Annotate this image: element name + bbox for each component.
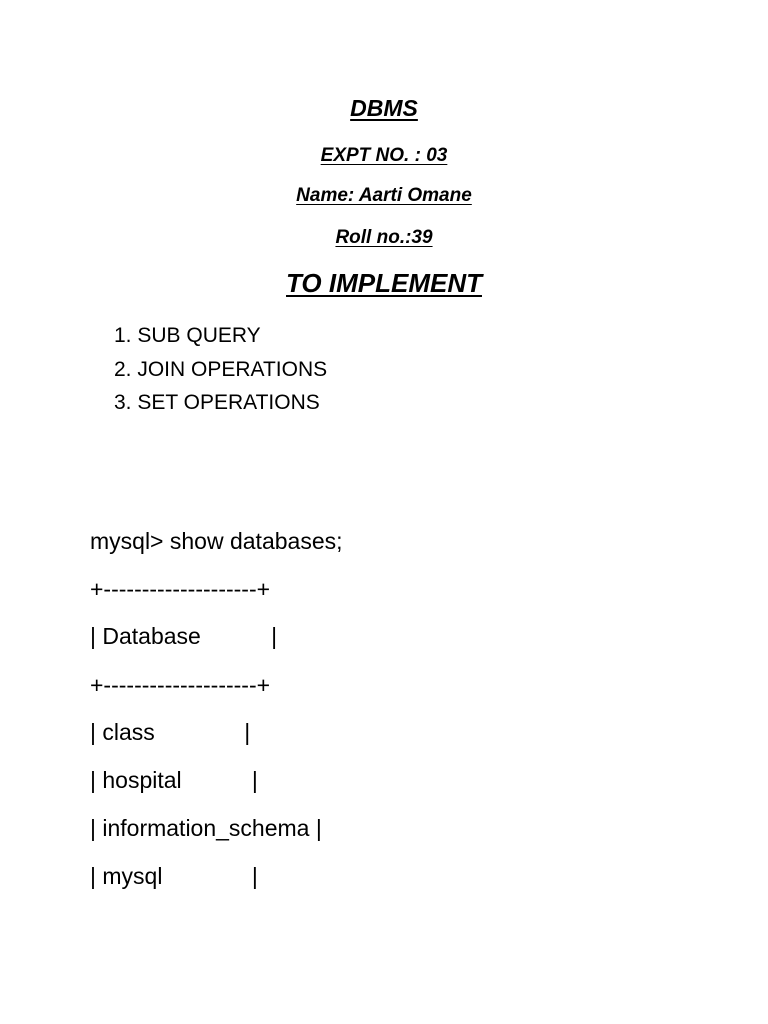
table-row: | hospital | bbox=[90, 767, 258, 793]
table-border: +--------------------+ bbox=[90, 576, 271, 602]
section-heading: TO IMPLEMENT bbox=[286, 268, 482, 298]
console-command: mysql> show databases; bbox=[90, 528, 343, 554]
list-item: 2. JOIN OPERATIONS bbox=[114, 357, 328, 381]
student-name: Name: Aarti Omane bbox=[296, 185, 472, 206]
table-row: | information_schema | bbox=[90, 815, 322, 841]
table-border: +--------------------+ bbox=[90, 672, 271, 698]
document-title: DBMS bbox=[350, 95, 418, 121]
roll-number: Roll no.:39 bbox=[335, 227, 433, 248]
experiment-number: EXPT NO. : 03 bbox=[320, 145, 448, 166]
task-list: 1. SUB QUERY 2. JOIN OPERATIONS 3. SET O… bbox=[114, 319, 327, 420]
table-row: | class | bbox=[90, 719, 251, 745]
table-header: | Database | bbox=[90, 623, 278, 649]
list-item: 1. SUB QUERY bbox=[114, 324, 261, 347]
list-item: 3. SET OPERATIONS bbox=[114, 391, 320, 414]
table-row: | mysql | bbox=[90, 863, 258, 889]
